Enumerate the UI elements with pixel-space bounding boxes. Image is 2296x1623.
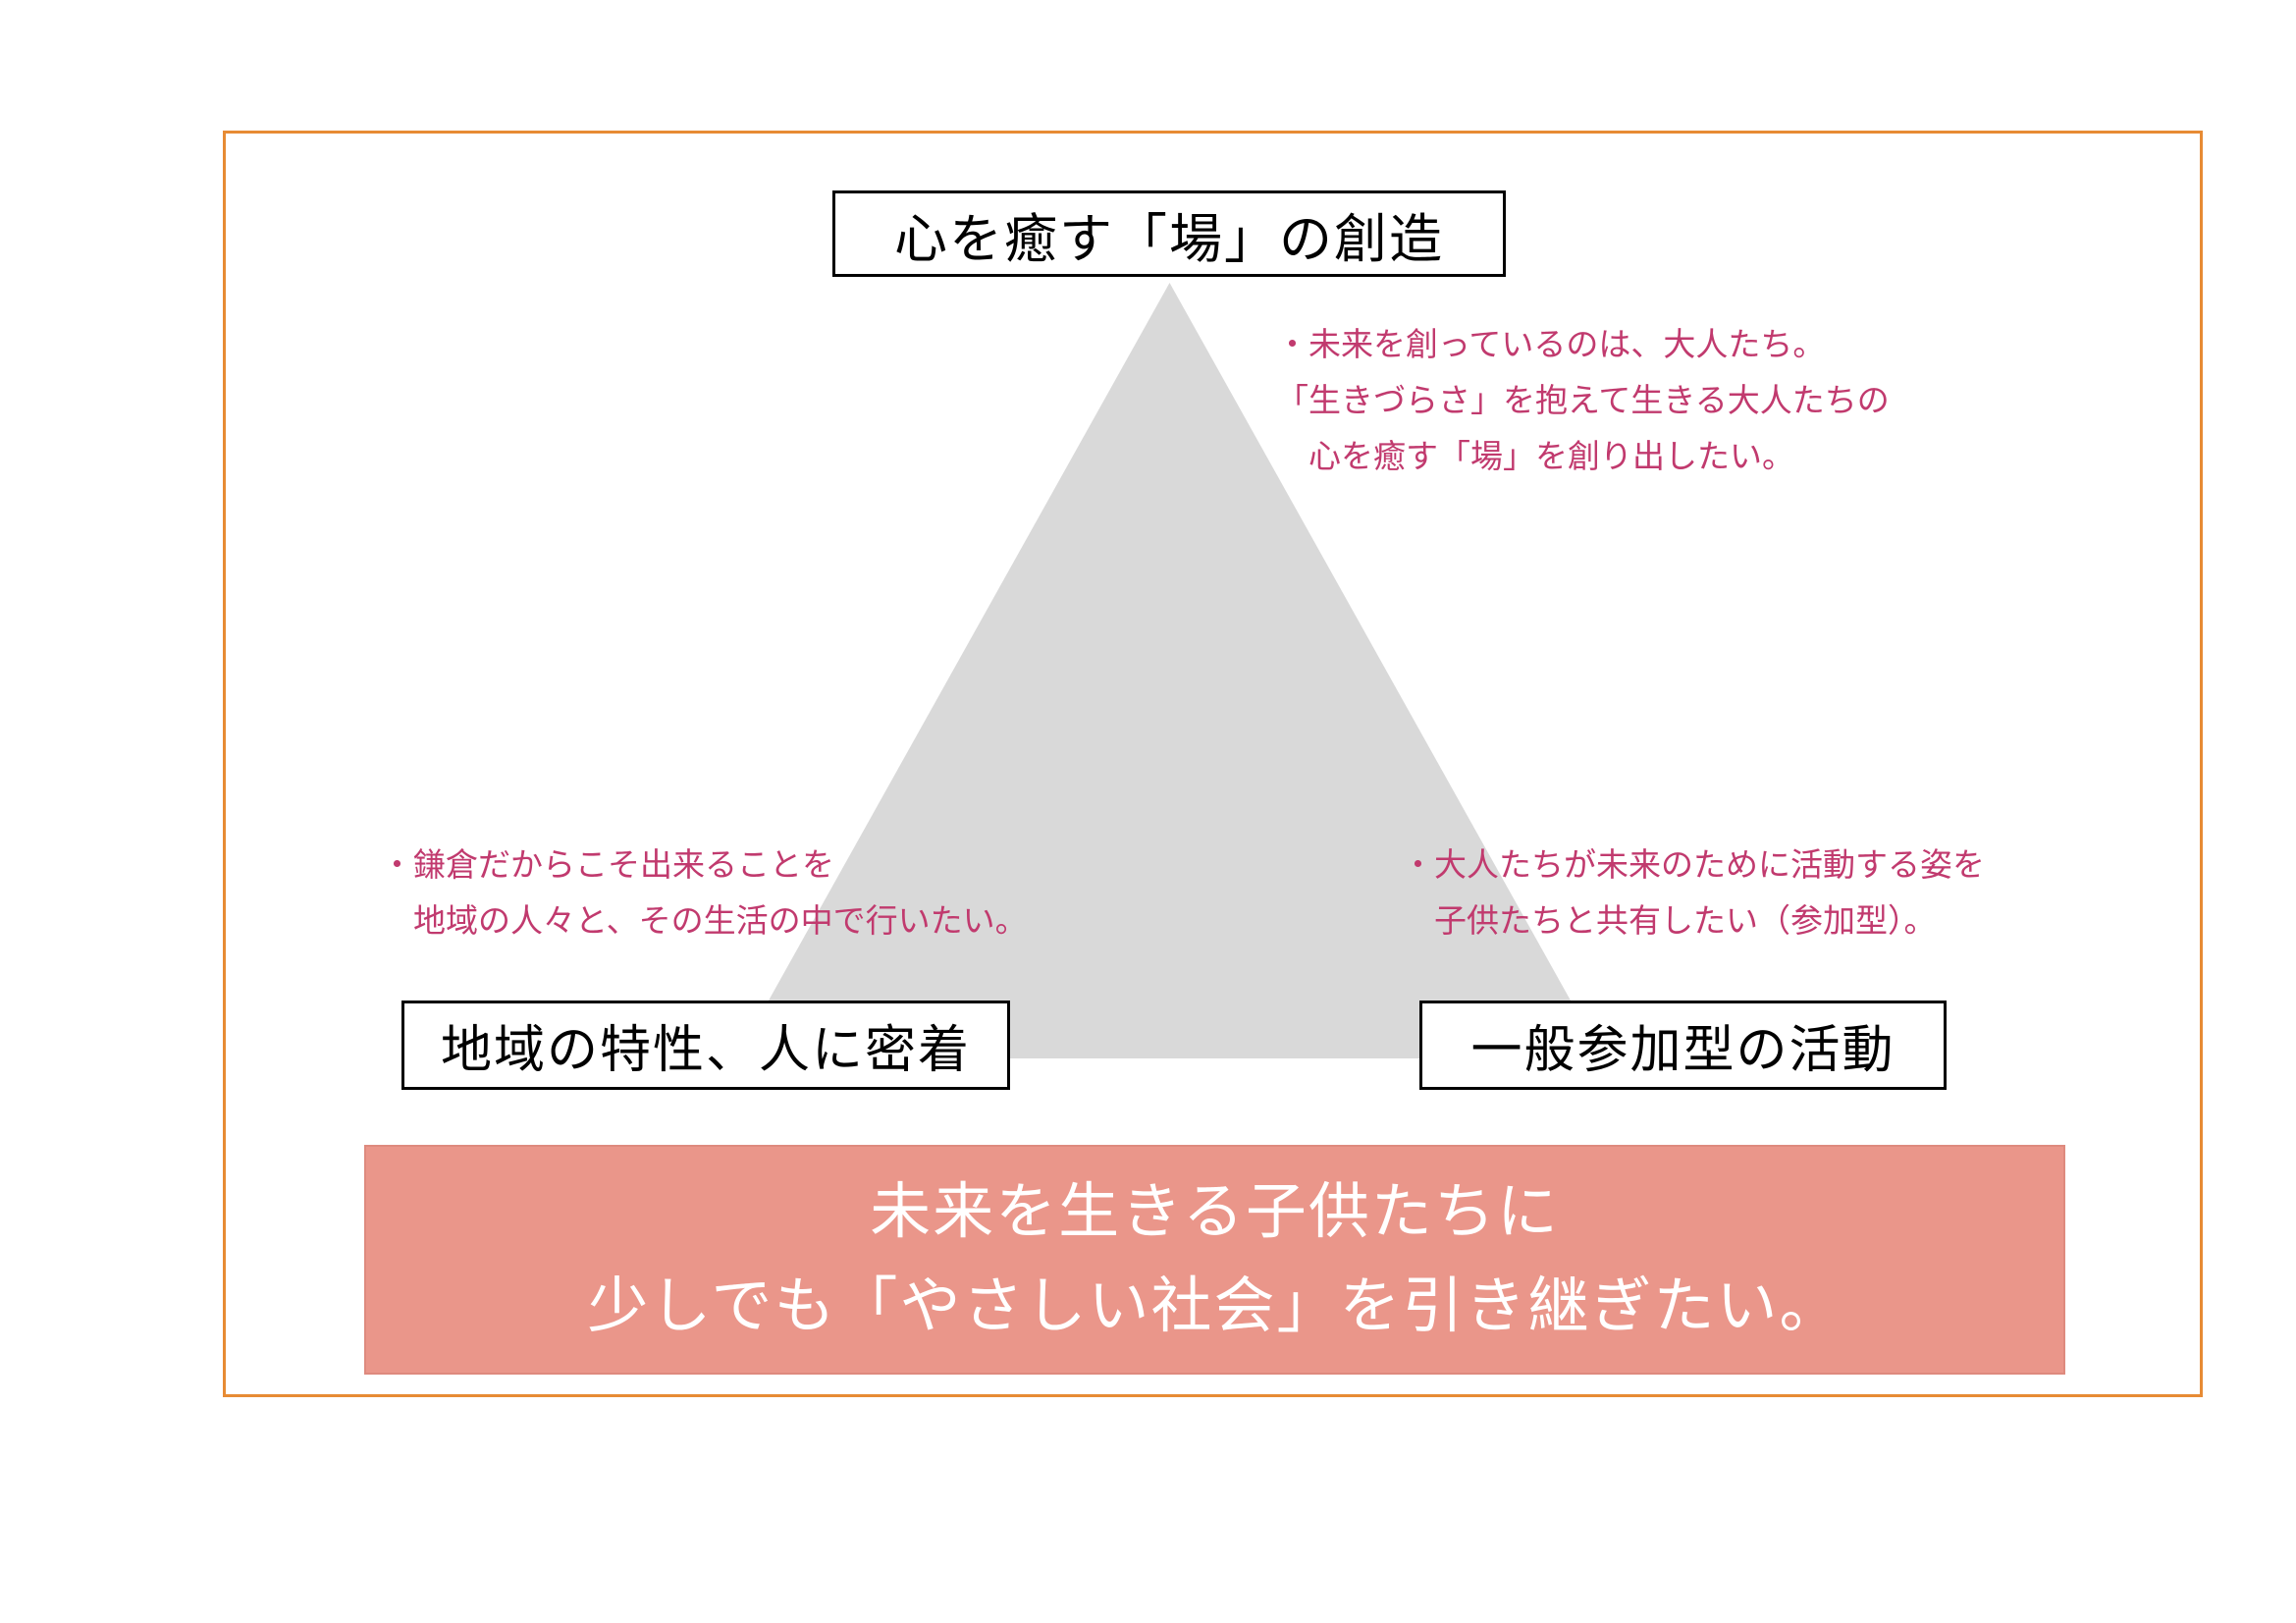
annotation-left-line-2: 地域の人々と、その生活の中で行いたい。 (381, 902, 1028, 939)
mission-banner-line-1: 未来を生きる子供たちに (870, 1178, 1560, 1246)
annotation-top-right-line-3: 心を癒す「場」を創り出したい。 (1276, 438, 1794, 474)
annotation-right-line-1: ・大人たちが未来のために活動する姿を (1402, 846, 1985, 883)
concept-box-bottom-left: 地域の特性、人に密着 (401, 1001, 1010, 1090)
mission-banner: 未来を生きる子供たちに 少しでも「やさしい社会」を引き継ぎたい。 (364, 1145, 2065, 1375)
annotation-left: ・鎌倉だからこそ出来ることを 地域の人々と、その生活の中で行いたい。 (381, 837, 1028, 948)
annotation-top-right: ・未来を創っているのは、大人たち。 「生きづらさ」を抱えて生きる大人たちの 心を… (1276, 316, 1890, 484)
annotation-right-line-2: 子供たちと共有したい（参加型）。 (1402, 902, 1937, 939)
annotation-left-line-1: ・鎌倉だからこそ出来ることを (381, 846, 834, 883)
annotation-right: ・大人たちが未来のために活動する姿を 子供たちと共有したい（参加型）。 (1402, 837, 1985, 948)
annotation-top-right-line-1: ・未来を創っているのは、大人たち。 (1276, 326, 1826, 362)
mission-banner-line-2: 少しでも「やさしい社会」を引き継ぎたい。 (587, 1272, 1842, 1340)
concept-box-bottom-right-label: 一般参加型の活動 (1470, 1022, 1896, 1079)
diagram-frame (223, 131, 2203, 1397)
concept-box-top: 心を癒す「場」の創造 (832, 190, 1506, 277)
concept-box-bottom-left-label: 地域の特性、人に密着 (440, 1022, 971, 1079)
concept-box-bottom-right: 一般参加型の活動 (1419, 1001, 1947, 1090)
annotation-top-right-line-2: 「生きづらさ」を抱えて生きる大人たちの (1276, 382, 1890, 418)
concept-box-top-label: 心を癒す「場」の創造 (894, 209, 1444, 269)
